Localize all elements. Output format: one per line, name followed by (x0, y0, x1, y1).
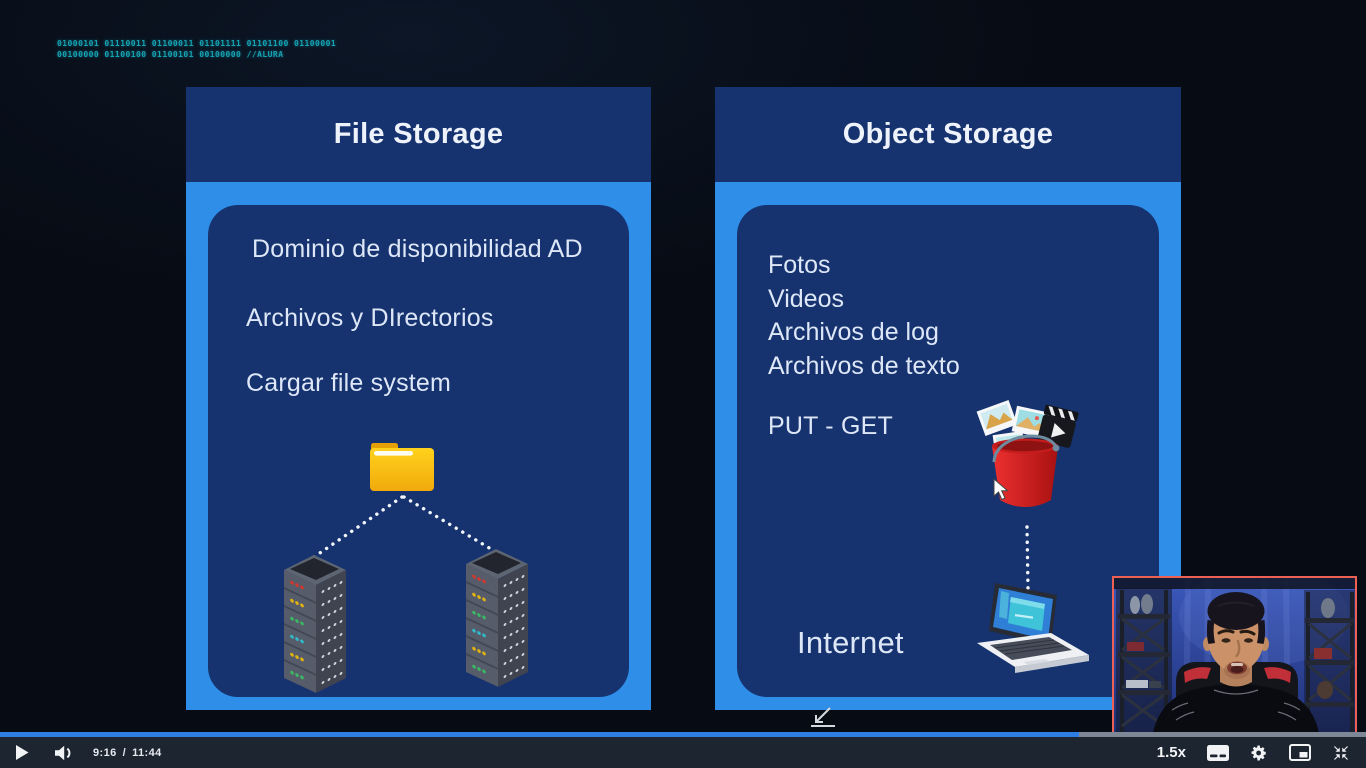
file-storage-frame: Dominio de disponibilidad AD Archivos y … (186, 182, 651, 710)
duration: 11:44 (132, 746, 162, 759)
volume-icon (55, 745, 71, 760)
shelf-right (1304, 590, 1355, 738)
file-storage-title: File Storage (333, 118, 504, 150)
miniplayer-button[interactable] (1289, 744, 1311, 761)
right-controls: 1.5x (1157, 744, 1350, 762)
object-item-3: Archivos de log (768, 318, 939, 346)
internet-label: Internet (797, 625, 904, 660)
photos-icon (976, 399, 1018, 437)
object-item-list: Fotos Videos Archivos de log Archivos de… (768, 249, 960, 383)
settings-gear-icon (1251, 745, 1266, 760)
corner-arrow-icon (811, 707, 835, 727)
time-separator: / (122, 746, 127, 759)
object-item-2: Videos (768, 284, 844, 313)
object-storage-frame: Fotos Videos Archivos de log Archivos de… (715, 182, 1181, 710)
server-icon (284, 555, 346, 693)
mouse-cursor (993, 478, 1009, 501)
folder-icon (370, 443, 434, 491)
presenter (1152, 592, 1320, 738)
current-time: 9:16 (93, 746, 117, 759)
file-item-3: Cargar file system (246, 369, 452, 397)
fullscreen-button[interactable] (1332, 744, 1350, 762)
player-controls: 9:16 / 11:44 1.5x (0, 737, 1366, 768)
playback-rate-button[interactable]: 1.5x (1156, 744, 1186, 761)
miniplayer-icon (1289, 744, 1311, 761)
object-storage-content: Fotos Videos Archivos de log Archivos de… (737, 205, 1159, 697)
bucket-icon (976, 399, 1079, 507)
progress-played (0, 732, 1080, 737)
file-storage-panel: File Storage Dominio de disponibilidad A… (186, 87, 651, 710)
binary-line-1: 01000101 01110011 01100011 01101111 0110… (57, 39, 337, 48)
object-storage-header: Object Storage (715, 87, 1181, 182)
fullscreen-exit-icon (1334, 745, 1348, 760)
object-item-1: Fotos (768, 251, 831, 279)
put-get-label: PUT - GET (768, 412, 893, 440)
play-button[interactable] (16, 745, 29, 760)
object-storage-title: Object Storage (842, 118, 1054, 150)
file-storage-content: Dominio de disponibilidad AD Archivos y … (208, 205, 629, 697)
volume-button[interactable] (54, 745, 73, 761)
captions-button[interactable] (1207, 744, 1229, 761)
object-item-4: Archivos de texto (768, 351, 960, 380)
captions-icon (1207, 744, 1229, 761)
binary-line-2: 00100000 01100100 01100101 00100000 //AL… (57, 50, 284, 59)
time-display: 9:16 / 11:44 (93, 747, 162, 759)
file-diagram-links (312, 495, 498, 559)
object-diagram-links (1025, 525, 1030, 591)
progress-bar[interactable] (0, 732, 1366, 737)
webcam-overlay (1112, 576, 1357, 740)
file-item-1: Dominio de disponibilidad AD (252, 235, 583, 263)
laptop-icon (977, 583, 1089, 673)
file-storage-header: File Storage (186, 87, 651, 182)
presenter-scene (1114, 578, 1355, 738)
binary-watermark: 01000101 01110011 01100011 01101111 0110… (57, 38, 336, 60)
file-item-2: Archivos y DIrectorios (246, 304, 494, 332)
play-icon (16, 745, 29, 760)
server-icon (466, 549, 528, 687)
object-storage-panel: Object Storage Fotos Videos Archivos de … (715, 87, 1181, 710)
settings-button[interactable] (1250, 744, 1268, 762)
